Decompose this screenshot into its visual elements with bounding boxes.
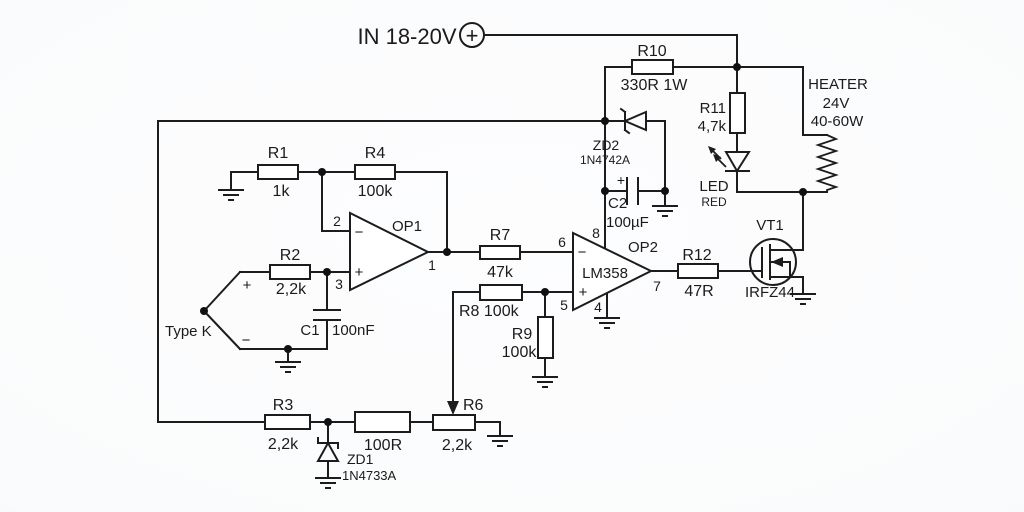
op1-pin3-label: 3 — [335, 276, 343, 292]
mosfet-vt1-body — [749, 238, 797, 286]
resistor-r3-body — [264, 414, 311, 430]
zd1-ref-label: ZD1 — [347, 451, 374, 467]
ground-zd1 — [314, 477, 342, 489]
resistor-r10-body — [631, 59, 674, 75]
power-plus-sign: + — [466, 23, 479, 48]
junction-dots — [200, 63, 807, 426]
op2-plus-sign: + — [579, 284, 588, 301]
potentiometer-r6-wiper-arrow — [447, 401, 459, 415]
zener-zd1-body — [316, 437, 340, 462]
op1-plus-sign: + — [355, 264, 364, 281]
r2-value-label: 2,2k — [276, 281, 307, 298]
op2-pin8-label: 8 — [592, 225, 600, 241]
r2-ref-label: R2 — [280, 247, 301, 264]
r4-ref-label: R4 — [365, 145, 386, 162]
r3-value-label: 2,2k — [268, 436, 299, 453]
heater-name-label: HEATER — [808, 76, 868, 93]
op2-pin7-label: 7 — [653, 278, 661, 294]
resistor-r2-body — [269, 264, 311, 280]
r12-value-label: 47R — [684, 283, 713, 300]
vt1-part-label: IRFZ44 — [745, 284, 795, 301]
r4-value-label: 100k — [358, 183, 394, 200]
r8-label: R8 100k — [459, 303, 520, 320]
thermocouple-label: Type K — [165, 323, 212, 340]
mosfet-body-arrow — [771, 257, 783, 267]
ground-r1 — [217, 189, 245, 201]
op1-pin2-label: 2 — [333, 213, 341, 229]
ground-r9 — [531, 376, 559, 388]
heater-power-label: 40-60W — [811, 113, 864, 130]
zd1-part-label: 1N4733A — [342, 468, 397, 483]
led-body — [708, 146, 751, 173]
r1-value-label: 1k — [273, 183, 291, 200]
r9-ref-label: R9 — [512, 326, 533, 343]
r10-value-label: 330R 1W — [621, 77, 689, 94]
power-input-label: IN 18-20V — [357, 24, 456, 49]
resistor-r11-body — [729, 92, 746, 134]
r3-ref-label: R3 — [273, 397, 294, 414]
c2-ref-label: C2 — [608, 195, 627, 212]
labels: IN 18-20V + HEATER 24V 40-60W R10 330R 1… — [165, 23, 868, 483]
op2-part-label: LM358 — [582, 265, 628, 282]
c1-value-label: 100nF — [332, 322, 375, 339]
led-ref-label: LED — [699, 178, 728, 195]
r10-ref-label: R10 — [637, 43, 666, 60]
thermocouple-minus-sign: − — [242, 332, 251, 349]
c2-value-label: 100µF — [606, 214, 649, 231]
capacitor-c1-body — [313, 309, 341, 321]
resistor-r8-body — [479, 284, 523, 301]
r6-ref-label: R6 — [463, 397, 484, 414]
op2-pin5-label: 5 — [560, 297, 568, 313]
ground-op2 — [593, 317, 621, 329]
c1-ref-label: C1 — [300, 322, 319, 339]
zener-zd2-body — [619, 107, 647, 135]
vt1-ref-label: VT1 — [756, 217, 784, 234]
supply-plus-terminal — [459, 22, 485, 48]
r1-ref-label: R1 — [268, 145, 289, 162]
op1-minus-sign: − — [355, 224, 364, 241]
resistor-r7-body — [479, 245, 521, 260]
op1-ref-label: OP1 — [392, 218, 422, 235]
op2-ref-label: OP2 — [628, 239, 658, 256]
component-bodies — [257, 22, 797, 462]
r7-ref-label: R7 — [490, 227, 511, 244]
op2-minus-sign: − — [578, 244, 587, 261]
r12-ref-label: R12 — [682, 247, 711, 264]
r7-value-label: 47k — [487, 264, 514, 281]
ground-c2 — [651, 205, 679, 217]
r-series-value-label: 100R — [364, 437, 402, 454]
op2-pin6-label: 6 — [558, 234, 566, 250]
ground-r6 — [486, 435, 514, 447]
opamp-op1-body — [349, 211, 431, 292]
r9-value-label: 100k — [502, 344, 538, 361]
heater-element — [815, 134, 839, 192]
opamp-op2-body — [572, 231, 654, 312]
wires — [157, 34, 839, 478]
resistor-r4-body — [354, 164, 396, 180]
r6-value-label: 2,2k — [442, 437, 473, 454]
resistor-100r-body — [354, 411, 411, 433]
led-color-label: RED — [701, 195, 727, 209]
op1-pin1-label: 1 — [428, 257, 436, 273]
thermocouple-plus-sign: + — [243, 277, 252, 294]
capacitor-c2-body — [626, 177, 639, 205]
heater-voltage-label: 24V — [823, 95, 850, 112]
r11-ref-label: R11 — [700, 100, 726, 117]
c2-plus-sign: + — [617, 172, 625, 188]
resistor-r9-body — [537, 316, 554, 359]
r11-value-label: 4,7k — [698, 118, 727, 135]
op2-pin4-label: 4 — [594, 299, 602, 315]
ground-thermocouple — [274, 361, 302, 373]
potentiometer-r6-body — [432, 414, 476, 431]
zd2-part-label: 1N4742A — [580, 153, 630, 167]
resistor-r1-body — [257, 164, 299, 180]
zd2-ref-label: ZD2 — [593, 137, 620, 153]
resistor-r12-body — [677, 263, 719, 279]
